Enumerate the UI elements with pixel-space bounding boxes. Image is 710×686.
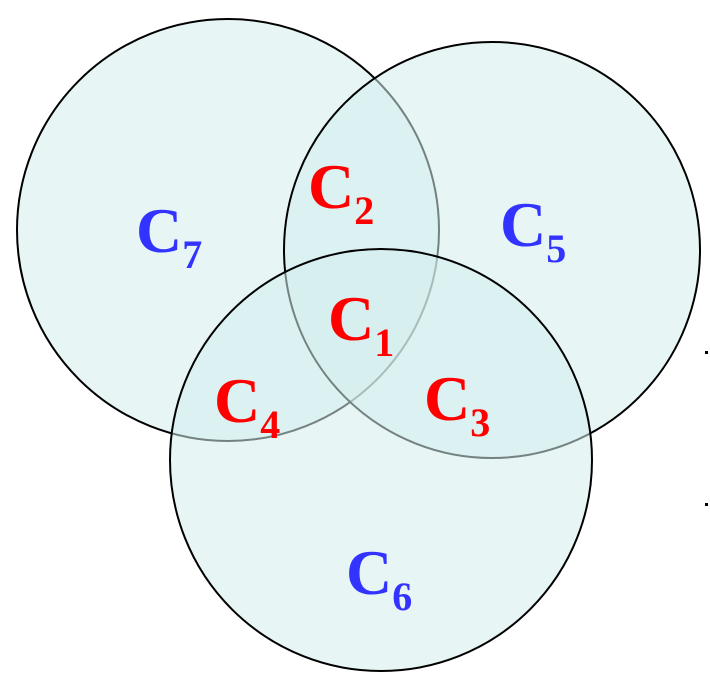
circles-group bbox=[16, 18, 701, 672]
edge-tick-mark bbox=[705, 503, 708, 506]
region-label-c7: C7 bbox=[136, 195, 202, 277]
region-label-c2: C2 bbox=[308, 151, 374, 233]
region-label-c3: C3 bbox=[424, 363, 490, 445]
region-label-c4: C4 bbox=[214, 365, 280, 447]
region-labels: C7 C2 C5 C1 C4 C3 C6 bbox=[136, 151, 566, 619]
region-label-c6: C6 bbox=[346, 537, 412, 619]
region-label-c1: C1 bbox=[328, 283, 394, 365]
region-label-c5: C5 bbox=[500, 189, 566, 271]
edge-tick-mark bbox=[705, 351, 708, 354]
bottom-circle bbox=[169, 248, 593, 672]
